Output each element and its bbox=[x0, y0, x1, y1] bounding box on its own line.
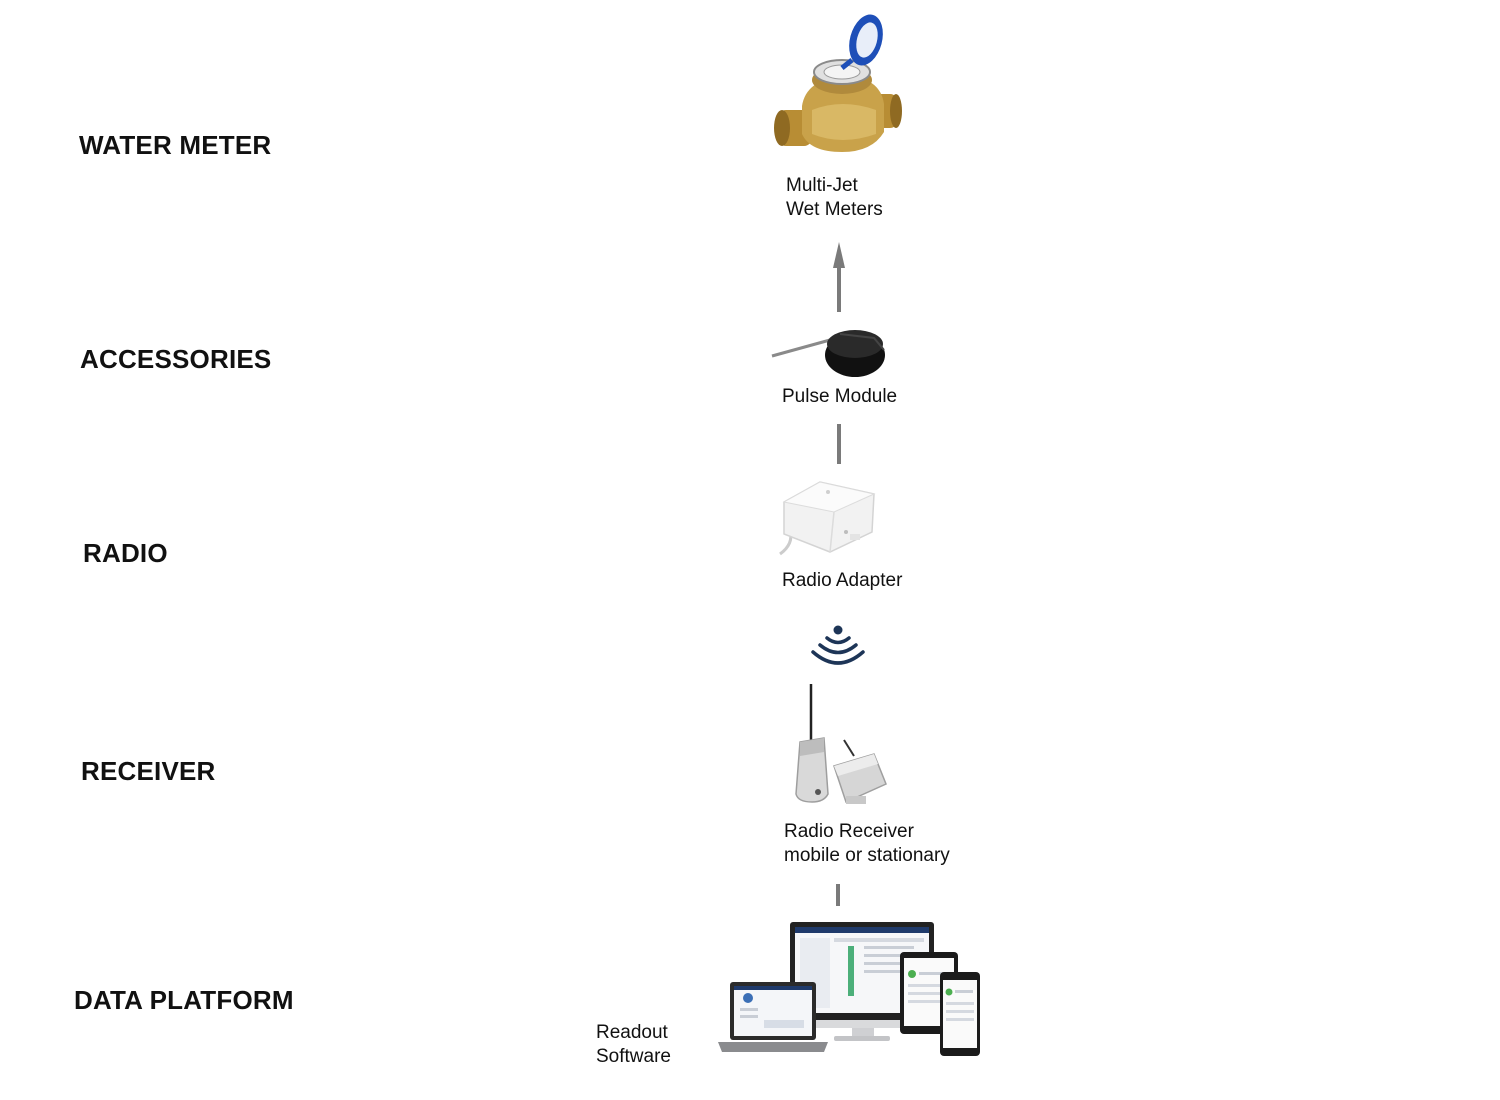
layer-label-receiver: RECEIVER bbox=[81, 756, 216, 786]
layer-label-data-platform: DATA PLATFORM bbox=[74, 985, 294, 1015]
wireless-signal-icon bbox=[811, 625, 865, 665]
receiver-caption-line1: Radio Receiver bbox=[784, 821, 914, 842]
software-caption-line1: Readout bbox=[596, 1022, 668, 1043]
receiver-caption-line2: mobile or stationary bbox=[784, 845, 950, 866]
pulse-module-icon bbox=[771, 330, 885, 377]
meter-caption: Multi-Jet Wet Meters bbox=[786, 174, 883, 222]
meter-caption-line2: Wet Meters bbox=[786, 199, 883, 220]
connector-line-receiver-platform bbox=[836, 884, 840, 906]
layer-label-accessories: ACCESSORIES bbox=[80, 344, 272, 374]
radio-receiver-icon bbox=[795, 684, 887, 804]
connector-arrow-up bbox=[833, 242, 845, 312]
water-meter-icon bbox=[774, 14, 902, 152]
layer-label-water-meter: WATER METER bbox=[79, 130, 272, 160]
connector-line-pulse-radio bbox=[837, 424, 841, 464]
radio-adapter-icon bbox=[779, 481, 876, 556]
software-caption-line2: Software bbox=[596, 1046, 671, 1067]
meter-caption-line1: Multi-Jet bbox=[786, 175, 858, 196]
receiver-caption: Radio Receiver mobile or stationary bbox=[784, 820, 950, 868]
pulse-module-caption: Pulse Module bbox=[782, 386, 898, 407]
devices-icon bbox=[718, 922, 980, 1056]
layer-label-radio: RADIO bbox=[83, 538, 168, 568]
radio-adapter-caption: Radio Adapter bbox=[782, 570, 903, 591]
software-caption: Readout Software bbox=[596, 1021, 671, 1069]
